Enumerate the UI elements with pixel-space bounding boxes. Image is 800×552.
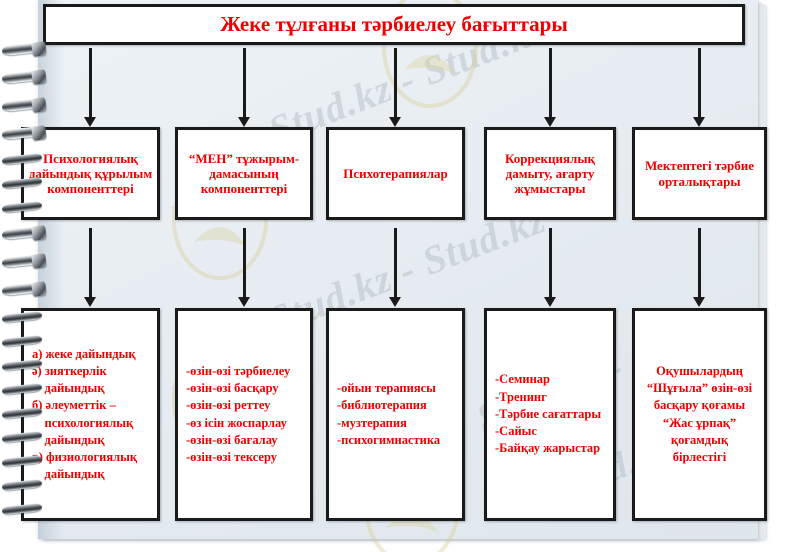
spiral-ring: [1, 281, 48, 297]
arrow-category-5-to-detail-5: [693, 228, 705, 307]
detail-list-2: -өзін-өзі тәрбиелеу-өзін-өзі басқару-өзі…: [186, 363, 291, 464]
category-label-3: Психотерапиялар: [343, 165, 448, 181]
category-box-1: Психологиялық дайындық құрылым компонент…: [21, 127, 160, 220]
category-label-1: Психологиялық дайындық құрылым компонент…: [28, 150, 153, 197]
category-box-2: “МЕН” тұжырым-дамасының компоненттері: [175, 127, 313, 220]
arrow-category-1-to-detail-1: [84, 228, 96, 307]
category-box-3: Психотерапиялар: [326, 127, 465, 220]
spiral-ring: [1, 152, 48, 167]
spiral-ring: [1, 406, 48, 421]
arrow-title-to-category-2: [238, 48, 250, 127]
spiral-ring: [1, 69, 48, 85]
arrow-title-to-category-3: [389, 48, 401, 127]
arrow-title-to-category-1: [84, 48, 96, 127]
spiral-binding: [0, 0, 56, 552]
diagram-title-text: Жеке тұлғаны тәрбиелеу бағыттары: [220, 12, 568, 37]
spiral-ring: [1, 253, 48, 269]
category-label-5: Мектептегі тәрбие орталықтары: [644, 158, 755, 189]
detail-box-2: -өзін-өзі тәрбиелеу-өзін-өзі басқару-өзі…: [175, 308, 313, 521]
detail-box-4: -Семинар-Тренинг-Тәрбие сағаттары-Сайыс-…: [484, 308, 616, 521]
spiral-ring: [1, 125, 48, 141]
detail-box-3: -ойын терапиясы-библиотерапия-музтерапия…: [326, 308, 465, 521]
category-label-2: “МЕН” тұжырым-дамасының компоненттері: [188, 150, 300, 197]
category-box-4: Коррекциялық дамыту, ағарту жұмыстары: [484, 127, 616, 220]
spiral-ring: [1, 334, 48, 349]
arrow-category-2-to-detail-2: [238, 228, 250, 307]
spiral-ring: [1, 200, 48, 215]
category-label-4: Коррекциялық дамыту, ағарту жұмыстары: [505, 150, 595, 197]
spiral-ring: [1, 478, 48, 493]
arrow-category-4-to-detail-4: [544, 228, 556, 307]
spiral-ring: [1, 358, 48, 373]
arrow-title-to-category-5: [693, 48, 705, 127]
category-box-5: Мектептегі тәрбие орталықтары: [632, 127, 767, 220]
spiral-ring: [1, 382, 48, 397]
spiral-ring: [1, 225, 48, 241]
detail-list-4: -Семинар-Тренинг-Тәрбие сағаттары-Сайыс-…: [495, 372, 602, 456]
spiral-ring: [1, 310, 48, 325]
arrow-title-to-category-4: [544, 48, 556, 127]
spiral-ring: [1, 454, 48, 469]
spiral-ring: [1, 97, 48, 113]
spiral-ring: [1, 41, 48, 57]
arrow-category-3-to-detail-3: [389, 228, 401, 307]
spiral-ring: [1, 502, 48, 517]
detail-list-3: -ойын терапиясы-библиотерапия-музтерапия…: [337, 381, 441, 447]
spiral-ring: [1, 430, 48, 445]
diagram-title-box: Жеке тұлғаны тәрбиелеу бағыттары: [43, 4, 745, 45]
spiral-ring: [1, 176, 48, 191]
